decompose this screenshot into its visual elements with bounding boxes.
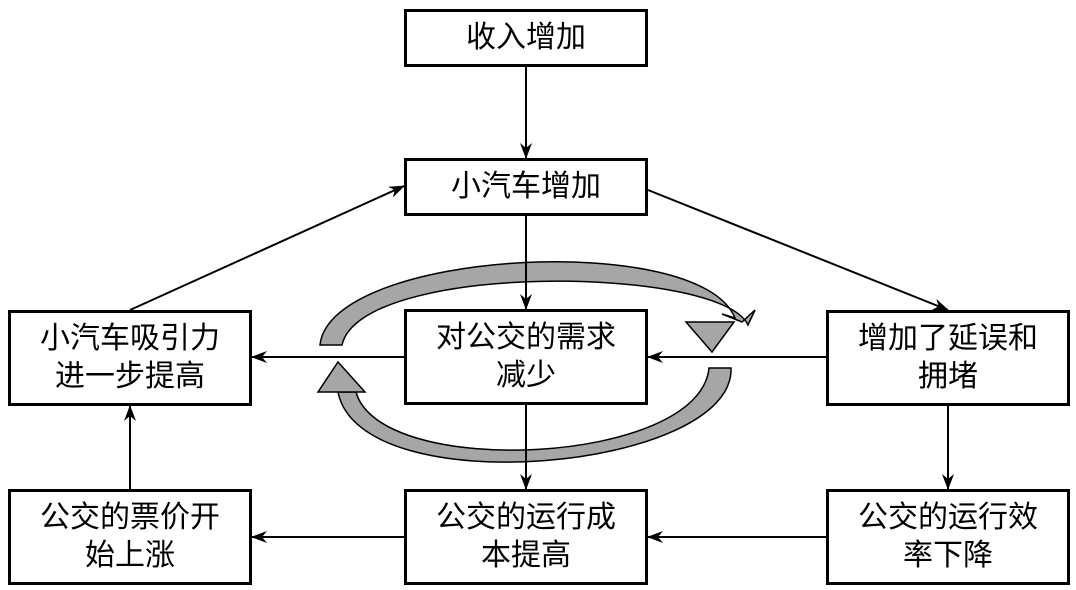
node-income: 收入增加: [404, 9, 648, 67]
node-efficiency-line-1: 公交的运行效: [858, 500, 1038, 535]
cycle-arrow-top: [319, 261, 756, 346]
node-cost-line-2: 本提高: [481, 538, 571, 573]
edge-layer: [124, 67, 954, 543]
node-congestion: 增加了延误和拥堵: [826, 310, 1070, 406]
node-operating-cost: 公交的运行成本提高: [404, 489, 648, 585]
node-fare: 公交的票价开始上涨: [8, 489, 252, 585]
node-transit-demand: 对公交的需求减少: [404, 309, 648, 405]
node-demand-line-2: 减少: [496, 358, 556, 393]
cycle-arrows: [316, 261, 756, 463]
cycle-arrow-bottom-head: [316, 360, 367, 393]
node-efficiency-line-2: 率下降: [903, 538, 993, 573]
node-demand-line-1: 对公交的需求: [436, 320, 616, 355]
edge-cars-to-congestion: [647, 189, 949, 311]
node-fare-line-1: 公交的票价开: [40, 500, 220, 535]
node-congestion-line-1: 增加了延误和: [858, 321, 1038, 356]
node-attract-line-2: 进一步提高: [55, 359, 205, 394]
node-car-attractiveness: 小汽车吸引力进一步提高: [8, 310, 252, 406]
node-income-line-1: 收入增加: [466, 20, 586, 55]
node-cars: 小汽车增加: [404, 158, 648, 216]
edge-attract-to-cars: [129, 185, 405, 311]
node-cars-line-1: 小汽车增加: [451, 169, 601, 204]
node-congestion-line-2: 拥堵: [918, 359, 978, 394]
node-attract-line-1: 小汽车吸引力: [40, 321, 220, 356]
node-operating-efficiency: 公交的运行效率下降: [826, 489, 1070, 585]
cycle-arrow-top-head: [684, 321, 736, 354]
node-fare-line-2: 始上涨: [85, 538, 175, 573]
node-cost-line-1: 公交的运行成: [436, 500, 616, 535]
